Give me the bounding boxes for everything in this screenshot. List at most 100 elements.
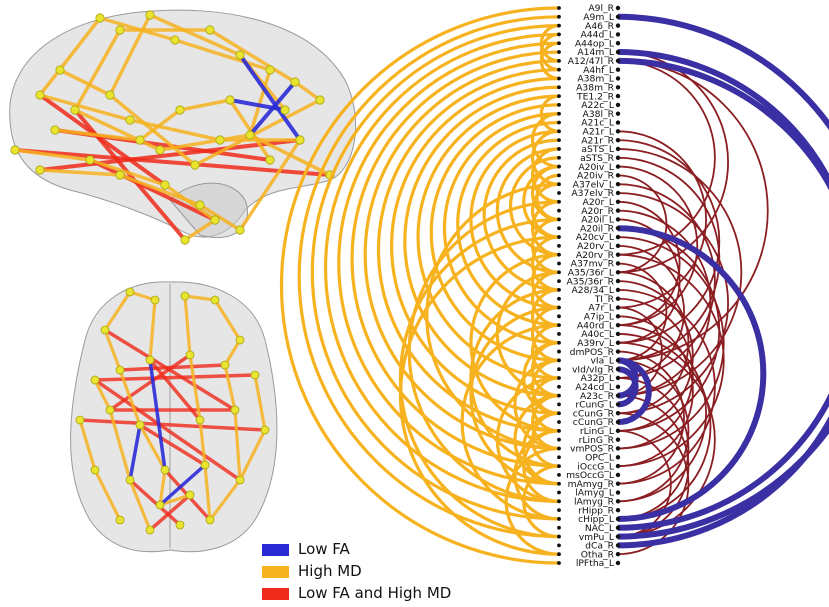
brain-edge-yellow — [194, 98, 321, 167]
arc-dark-red — [617, 297, 694, 450]
node-dot-right — [615, 463, 621, 469]
brain-axial-edge-blue — [128, 424, 142, 481]
arc-dark-red — [617, 350, 685, 485]
node-dot-left — [557, 358, 561, 363]
node-dot-left — [557, 235, 561, 239]
arc-high-md — [531, 323, 560, 380]
legend-swatch-low-fa-high-md — [262, 588, 289, 600]
brain-axial-node — [250, 370, 260, 380]
node-dot-left — [557, 6, 561, 10]
legend-label-low-fa-high-md: Low FA and High MD — [298, 584, 452, 602]
arc-dark-red — [617, 218, 681, 344]
arc-high-md — [530, 182, 560, 239]
arc-high-md — [539, 32, 560, 72]
node-dot-right — [615, 481, 621, 486]
brain-axial-node — [160, 465, 170, 475]
node-dot-left — [557, 50, 561, 54]
brain-axial-edge-yellow — [253, 374, 267, 431]
node-dot-right — [615, 331, 621, 337]
node-label: A46_R — [585, 21, 615, 32]
legend-label-low-fa: Low FA — [298, 540, 350, 558]
node-label: A28/34_L — [572, 285, 615, 296]
brain-axial-outline — [70, 281, 278, 553]
node-dot-left — [557, 164, 561, 169]
brain-node — [70, 105, 80, 115]
arc-blue — [617, 225, 767, 522]
arc-high-md — [513, 358, 560, 451]
node-label: dCa_R — [585, 541, 614, 552]
arc-dark-red — [617, 253, 725, 467]
node-label: A38m_R — [576, 82, 615, 93]
arc-high-md — [522, 464, 560, 539]
arc-high-md — [531, 288, 560, 345]
legend-item-high-md: High MD — [262, 562, 502, 584]
node-label: A7ip_L — [584, 312, 615, 323]
node-dot-right — [615, 208, 621, 213]
node-dot-left — [557, 384, 561, 389]
node-dot-left — [557, 323, 561, 328]
arc-high-md — [398, 235, 560, 556]
brain-axial-node — [145, 525, 155, 535]
node-dot-right — [615, 358, 621, 363]
brain-node — [210, 215, 220, 225]
node-label: A35/36r_R — [566, 276, 614, 287]
arc-dark-red — [617, 271, 690, 415]
node-label: A7r_L — [588, 303, 615, 314]
node-dot-right — [615, 375, 621, 381]
brain-axial-node — [180, 291, 190, 301]
brain-axial-node — [185, 350, 195, 360]
arc-high-md — [530, 164, 560, 222]
node-dot-right — [615, 446, 621, 451]
node-label: iOccG_L — [577, 461, 615, 472]
node-label: lPFtha_L — [576, 558, 615, 569]
brain-axial-node — [75, 415, 85, 425]
brain-edge-yellow — [54, 128, 141, 142]
brain-axial-edge-red — [79, 418, 266, 432]
node-label: rLinG_R — [579, 435, 615, 446]
brain-edge-yellow — [39, 93, 131, 122]
arc-blue — [617, 13, 829, 540]
node-dot-right — [615, 234, 621, 240]
arc-dark-red — [617, 359, 690, 503]
brain-axial-edge-yellow — [103, 291, 132, 331]
connectogram-blue-arcs — [617, 13, 829, 549]
brain-axial-edge-yellow — [208, 479, 242, 521]
node-dot-left — [557, 340, 561, 345]
brain-node — [180, 235, 190, 245]
brain-node — [85, 155, 95, 165]
brain-edge-yellow — [199, 203, 241, 232]
brain-edge-yellow — [238, 139, 302, 231]
node-dot-right — [615, 507, 621, 513]
brain-node — [10, 145, 20, 155]
arc-high-md — [456, 120, 560, 327]
node-dot-left — [557, 76, 561, 81]
node-label: rHipp_R — [578, 505, 614, 516]
arc-dark-red — [617, 289, 716, 485]
node-label: A9l_R — [588, 3, 614, 14]
node-dot-right — [615, 190, 621, 196]
brain-node — [115, 170, 125, 180]
node-label: A38l_R — [582, 109, 614, 120]
node-dot-right — [615, 32, 621, 37]
brain-axial-edge-yellow — [128, 479, 152, 531]
node-dot-right — [615, 393, 621, 398]
node-dot-right — [615, 278, 621, 284]
brain-axial-node — [125, 287, 135, 297]
node-label: mAmyg_R — [568, 479, 615, 490]
node-label: A20rv_L — [577, 241, 615, 252]
node-dot-left — [557, 402, 561, 407]
brain-axial-node — [155, 500, 165, 510]
legend-swatch-high-md — [262, 566, 289, 578]
node-dot-left — [557, 490, 561, 495]
brain-node — [225, 95, 235, 105]
arc-high-md — [460, 323, 560, 521]
brain-axial-edge-yellow — [159, 493, 191, 507]
brain-edge-yellow — [38, 16, 102, 97]
node-dot-right — [615, 67, 621, 72]
node-label: A12/47l_R — [568, 56, 615, 67]
brain-axial-edge-yellow — [198, 419, 207, 466]
brain-node — [265, 65, 275, 75]
brain-edge-yellow — [209, 28, 296, 84]
brain-edge-yellow — [293, 80, 322, 102]
node-dot-right — [615, 129, 621, 134]
